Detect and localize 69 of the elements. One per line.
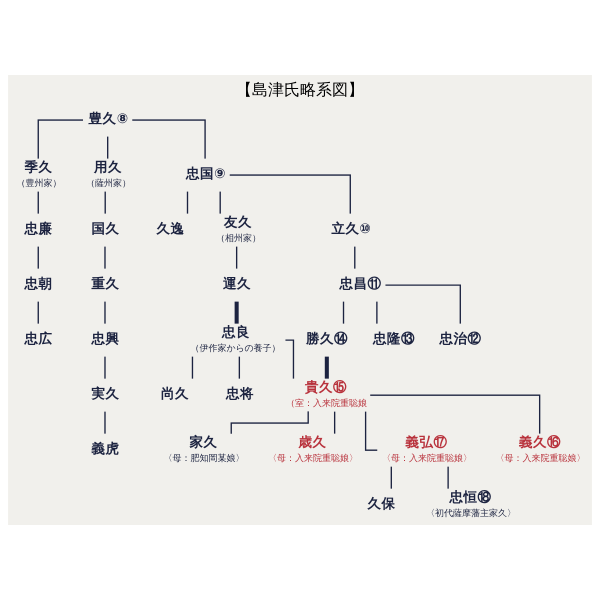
node-text: 忠昌⑪ (339, 276, 382, 292)
node-text: 季久 (24, 159, 53, 176)
connector (234, 302, 239, 324)
node-label: 〈母：入来院重聡娘〉 (268, 454, 358, 464)
node-text: 忠興 (91, 330, 120, 347)
connector (104, 412, 106, 434)
connector (38, 246, 39, 269)
node-text: 忠広 (24, 330, 53, 347)
connector (238, 356, 240, 379)
connector (107, 136, 108, 159)
connector (104, 356, 106, 379)
node-text: 忠将 (226, 386, 254, 402)
node-label: （豊州家） (16, 178, 62, 189)
connector (370, 394, 540, 434)
connector (104, 302, 106, 324)
node-text: 友久 (224, 214, 252, 231)
node-text: 国久 (91, 220, 120, 237)
connector (230, 174, 351, 214)
connector (390, 466, 392, 489)
node-text: 重久 (91, 276, 120, 292)
node-text: 実久 (91, 386, 120, 402)
connector (324, 356, 329, 379)
node-text: 忠廉 (24, 220, 53, 237)
node-text: 忠国⑨ (186, 166, 226, 182)
node-text: 久逸 (156, 220, 184, 237)
connector (104, 192, 106, 214)
node-text: 忠隆⑬ (372, 330, 415, 347)
connector (376, 302, 378, 324)
node-text: 尚久 (160, 386, 189, 402)
connector (342, 302, 344, 324)
node-text: 貴久⑮ (305, 380, 348, 396)
node-label: 〈母：入来院重聡娘〉 (382, 454, 472, 464)
node-text: 久保 (367, 496, 396, 512)
connector (236, 246, 238, 269)
connector (38, 119, 84, 159)
connector (385, 284, 461, 324)
node-text: 運久 (223, 276, 252, 292)
connector (38, 192, 39, 214)
node-label: （薩州家） (86, 178, 132, 189)
node-text: 義弘⑰ (405, 434, 448, 451)
node-text: 義久⑯ (518, 434, 561, 451)
connector (192, 356, 194, 379)
node-label: （室：入来院重聡娘 (286, 398, 368, 409)
node-label: （相州家） (216, 234, 261, 244)
node-text: 豊久⑧ (88, 110, 128, 127)
connector (104, 246, 106, 269)
node-text: 義虎 (91, 440, 120, 457)
node-label: 〈母：入来院重聡娘〉 (495, 454, 586, 464)
connector (132, 119, 206, 159)
node-text: 歳久 (298, 434, 326, 451)
connector (447, 466, 449, 489)
node-text: 立久⑩ (331, 220, 371, 237)
node-text: 用久 (94, 159, 122, 176)
connector (334, 412, 336, 434)
connector (38, 302, 39, 324)
node-text: 忠良 (222, 324, 250, 341)
connector (186, 192, 188, 214)
node-text: 勝久⑭ (306, 330, 348, 347)
diagram-title: 【島津氏略系図】 (236, 80, 364, 100)
connector (354, 246, 356, 269)
connector (364, 412, 378, 451)
node-text: 忠恒⑱ (449, 490, 492, 506)
node-label: （伊作家からの養子） (190, 344, 281, 354)
node-text: 忠朝 (24, 276, 53, 292)
node-label: 〈母：肥知岡某娘〉 (164, 454, 245, 464)
connector (220, 192, 221, 214)
node-text: 家久 (189, 434, 218, 451)
node-text: 忠治⑫ (440, 330, 482, 347)
node-label: 〈初代薩摩藩主家久〉 (426, 508, 516, 519)
